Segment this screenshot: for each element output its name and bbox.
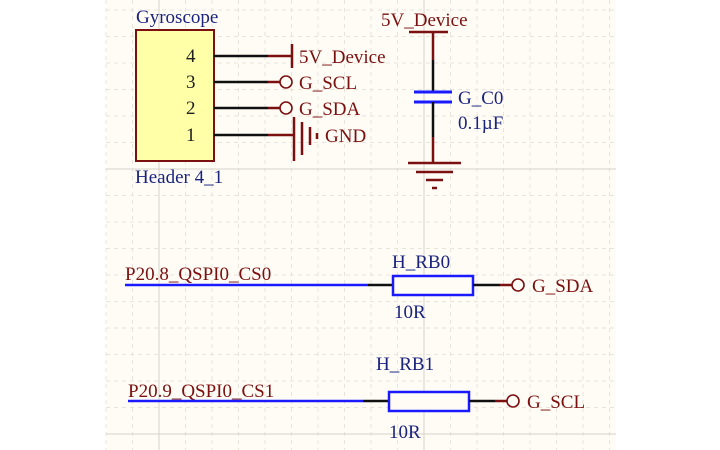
header-body[interactable] xyxy=(135,29,215,162)
net-label: 5V_Device xyxy=(299,47,386,68)
resistor-designator: H_RB0 xyxy=(392,252,450,273)
resistor-body-icon xyxy=(391,274,475,297)
port-circle-icon xyxy=(279,101,293,115)
port-circle-icon xyxy=(511,278,525,292)
resistor-body-icon xyxy=(387,390,471,413)
net-label: G_SCL xyxy=(299,73,357,94)
grid xyxy=(105,0,616,450)
capacitor-designator: G_C0 xyxy=(458,88,503,109)
output-net-label: G_SDA xyxy=(532,276,594,297)
resistor-component[interactable]: P20.9_QSPI0_CS1 H_RB1 10R G_SCL xyxy=(128,354,585,443)
header-pin-number: 1 xyxy=(186,125,196,146)
header-comment: Header 4_1 xyxy=(135,167,223,188)
header-component[interactable]: Gyroscope 4 5V_Device 3 G_SCL 2 G_SDA 1 … xyxy=(135,7,386,188)
resistor-value: 10R xyxy=(389,422,421,443)
net-label: GND xyxy=(325,126,366,147)
port-circle-icon xyxy=(279,75,293,89)
input-net-label: P20.9_QSPI0_CS1 xyxy=(128,381,274,402)
port-circle-icon xyxy=(506,394,520,408)
resistor-designator: H_RB1 xyxy=(376,354,434,375)
power-net-label: 5V_Device xyxy=(381,10,468,31)
ground-icon xyxy=(408,161,461,190)
resistor-component[interactable]: P20.8_QSPI0_CS0 H_RB0 10R G_SDA xyxy=(125,252,594,323)
resistor-value: 10R xyxy=(394,302,426,323)
header-pin-number: 2 xyxy=(186,98,196,119)
capacitor-value: 0.1µF xyxy=(458,113,503,134)
net-label: G_SDA xyxy=(299,99,361,120)
ground-icon xyxy=(292,117,319,161)
input-net-label: P20.8_QSPI0_CS0 xyxy=(125,264,271,285)
header-designator: Gyroscope xyxy=(136,7,218,28)
output-net-label: G_SCL xyxy=(527,392,585,413)
capacitor-component[interactable]: 5V_Device G_C0 0.1µF xyxy=(381,10,503,190)
header-pin-number: 3 xyxy=(186,72,196,93)
header-pin-number: 4 xyxy=(186,46,196,67)
